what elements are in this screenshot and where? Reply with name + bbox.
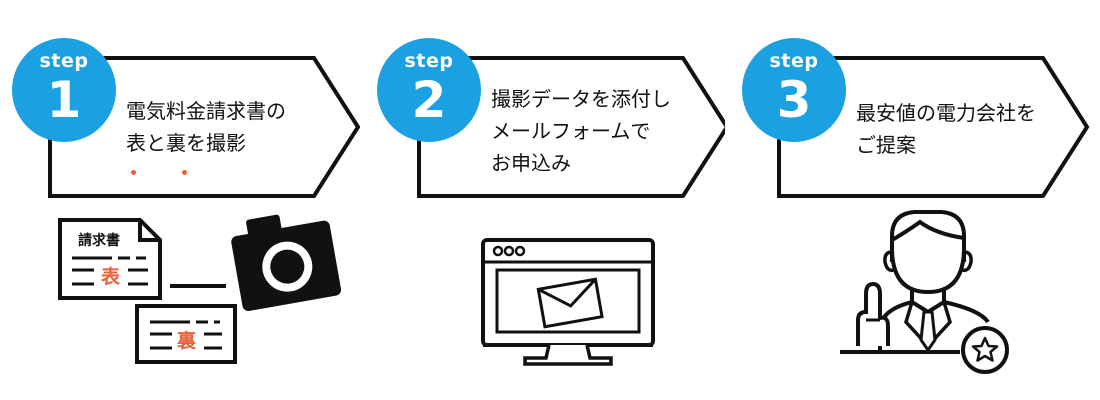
step-description-line: 電気料金請求書の bbox=[126, 99, 286, 123]
businessman-icon bbox=[840, 210, 990, 354]
step-description-line: メールフォームで bbox=[491, 119, 651, 143]
step-description-line: 最安値の電力会社を bbox=[856, 101, 1036, 125]
step-description-line: 表と裏を撮影 bbox=[126, 131, 246, 155]
document-label: 請求書 bbox=[78, 233, 120, 249]
step-description: 撮影データを添付し メールフォームで お申込み bbox=[491, 83, 671, 179]
step-3: step 3 最安値の電力会社を ご提案 bbox=[730, 0, 1090, 400]
step-number: 3 bbox=[776, 71, 812, 129]
step-2: step 2 撮影データを添付し メールフォームで お申込み bbox=[365, 0, 725, 400]
step-description-line: ご提案 bbox=[856, 133, 916, 157]
step-word: step bbox=[769, 50, 819, 72]
step-number: 2 bbox=[411, 71, 447, 129]
step-number: 1 bbox=[46, 71, 82, 129]
step-description: 電気料金請求書の 表と裏を撮影 bbox=[126, 95, 286, 159]
step-arrow-shape bbox=[417, 56, 725, 198]
step-badge: step 3 bbox=[742, 38, 846, 142]
envelope-icon bbox=[536, 277, 604, 329]
step-description-line: 撮影データを添付し bbox=[491, 87, 671, 111]
step-word: step bbox=[404, 50, 454, 72]
star-icon bbox=[961, 326, 1009, 374]
step-badge: step 2 bbox=[377, 38, 481, 142]
emphasis-dot bbox=[131, 170, 136, 175]
step-arrow-shape bbox=[777, 56, 1090, 198]
step-1: step 1 電気料金請求書の 表と裏を撮影 請求書 表 裏 bbox=[0, 0, 360, 400]
back-mark: 裏 bbox=[177, 330, 197, 352]
front-mark: 表 bbox=[101, 266, 121, 288]
step-badge: step 1 bbox=[12, 38, 116, 142]
step-description: 最安値の電力会社を ご提案 bbox=[856, 97, 1036, 161]
emphasis-dot bbox=[182, 170, 187, 175]
step-description-line: お申込み bbox=[491, 151, 571, 175]
camera-icon bbox=[231, 214, 342, 311]
document-icon bbox=[58, 218, 237, 364]
step-arrow-shape bbox=[48, 56, 360, 198]
step-word: step bbox=[39, 50, 89, 72]
